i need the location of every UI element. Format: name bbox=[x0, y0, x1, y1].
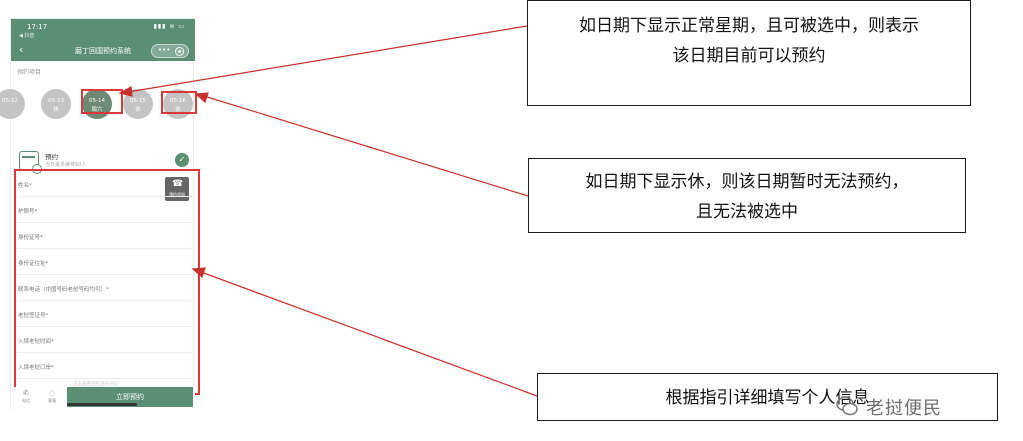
chat-button[interactable]: ◌ 客服 bbox=[43, 389, 61, 404]
phone-icon: ✆ bbox=[23, 389, 29, 397]
booking-notice-button[interactable]: ☎ 预约须知 bbox=[165, 177, 189, 201]
entry-time-field[interactable]: 入境老挝时间* bbox=[17, 327, 193, 353]
date-option: 05-16 休 bbox=[163, 89, 193, 119]
wechat-logo-icon bbox=[836, 396, 858, 416]
nav-bar: ‹ 磨丁回国预约系统 ••• bbox=[11, 41, 195, 61]
callout-line: 且无法被选中 bbox=[696, 202, 798, 222]
callout-closed-date: 如日期下显示休，则该日期暂时无法预约， 且无法被选中 bbox=[528, 158, 966, 233]
date-weekday: 休 bbox=[175, 107, 181, 113]
callout-line: 如日期下显示休，则该日期暂时无法预约， bbox=[585, 172, 909, 192]
check-icon[interactable]: ✓ bbox=[175, 153, 189, 167]
callout-fill-form: 根据指引详细填写个人信息 bbox=[537, 373, 998, 421]
callout-available-date: 如日期下显示正常星期，且可被选中，则表示 该日期目前可以预约 bbox=[527, 0, 971, 106]
alarm-icon: ☎ bbox=[172, 179, 184, 189]
field-label: 入境老挝时间* bbox=[18, 339, 54, 345]
close-miniprogram-icon[interactable] bbox=[175, 47, 184, 56]
page-title: 磨丁回国预约系统 bbox=[75, 47, 131, 55]
chat-label: 客服 bbox=[48, 398, 56, 403]
callout-line: 根据指引详细填写个人信息 bbox=[665, 388, 870, 408]
date-option-selected[interactable]: 05-14 周六 bbox=[82, 89, 112, 119]
date-weekday: 休 bbox=[53, 107, 59, 113]
name-field[interactable]: 姓名* bbox=[17, 171, 193, 197]
date-value: 05-16 bbox=[170, 98, 186, 104]
watermark-text: 老挝便民 bbox=[866, 398, 942, 419]
submit-booking-button[interactable]: 立即预约 bbox=[67, 387, 193, 407]
date-option: 05-12 bbox=[0, 89, 25, 119]
closed-date-highlight bbox=[161, 91, 197, 114]
status-bar: 17:17 ◀ 抖音 ▮▮▮ ≋ ▭ bbox=[11, 19, 195, 41]
status-icons: ▮▮▮ ≋ ▭ bbox=[153, 23, 185, 30]
date-weekday: 周六 bbox=[91, 107, 103, 113]
miniprogram-capsule: ••• bbox=[151, 44, 189, 58]
back-icon[interactable]: ‹ bbox=[19, 43, 24, 56]
field-label: 身份证号* bbox=[18, 235, 43, 241]
date-value: 05-13 bbox=[48, 98, 64, 104]
phone-field[interactable]: 联系电话（中国号码老挝号码均可）* bbox=[17, 275, 193, 301]
phone-button[interactable]: ✆ 电话 bbox=[17, 389, 35, 404]
arrow-to-form bbox=[200, 271, 538, 397]
date-option: 05-15 休 bbox=[123, 89, 153, 119]
status-time: 17:17 bbox=[27, 23, 48, 31]
phone-label: 电话 bbox=[22, 398, 30, 403]
notice-tip[interactable]: 点击查看预约须知须知 bbox=[73, 382, 118, 387]
id-address-field[interactable]: 身份证住址* bbox=[17, 249, 193, 275]
id-number-field[interactable]: 身份证号* bbox=[17, 223, 193, 249]
phone-screenshot: 17:17 ◀ 抖音 ▮▮▮ ≋ ▭ ‹ 磨丁回国预约系统 ••• 预约项目 0… bbox=[0, 18, 200, 411]
field-label: 联系电话（中国号码老挝号码均可）* bbox=[18, 287, 109, 293]
more-icon[interactable]: ••• bbox=[158, 46, 171, 54]
date-option: 05-13 休 bbox=[41, 89, 71, 119]
form-highlight bbox=[14, 169, 200, 395]
date-value: 05-15 bbox=[130, 98, 146, 104]
status-carrier: ◀ 抖音 bbox=[19, 33, 35, 39]
calendar-icon bbox=[19, 151, 42, 174]
arrowhead bbox=[194, 92, 209, 104]
chat-icon: ◌ bbox=[48, 389, 56, 397]
home-indicator bbox=[67, 403, 137, 406]
field-label: 入境老挝口岸* bbox=[18, 365, 54, 371]
date-weekday: 休 bbox=[135, 107, 141, 113]
bottom-bar: ✆ 电话 ◌ 客服 立即预约 bbox=[11, 387, 195, 411]
callout-line: 如日期下显示正常星期，且可被选中，则表示 bbox=[579, 16, 919, 36]
passport-field[interactable]: 护照号* bbox=[17, 197, 193, 223]
service-title: 预约 bbox=[45, 153, 58, 161]
selected-date-highlight bbox=[81, 89, 123, 114]
booking-notice-label: 预约须知 bbox=[169, 192, 185, 197]
field-label: 姓名* bbox=[18, 183, 32, 189]
arrow-to-closed-date bbox=[203, 95, 529, 197]
watermark: 老挝便民 bbox=[836, 394, 1004, 419]
date-value: 05-14 bbox=[89, 98, 105, 104]
visa-number-field[interactable]: 老挝签证号* bbox=[17, 301, 193, 327]
callout-line: 该日期目前可以预约 bbox=[672, 46, 826, 66]
field-label: 护照号* bbox=[18, 209, 38, 215]
service-capacity: 当日最多接待50人 bbox=[45, 162, 87, 168]
section-label: 预约项目 bbox=[17, 69, 42, 76]
field-label: 老挝签证号* bbox=[18, 313, 49, 319]
entry-port-field[interactable]: 入境老挝口岸* bbox=[17, 353, 193, 379]
field-label: 身份证住址* bbox=[18, 261, 49, 267]
date-value: 05-12 bbox=[2, 98, 18, 104]
